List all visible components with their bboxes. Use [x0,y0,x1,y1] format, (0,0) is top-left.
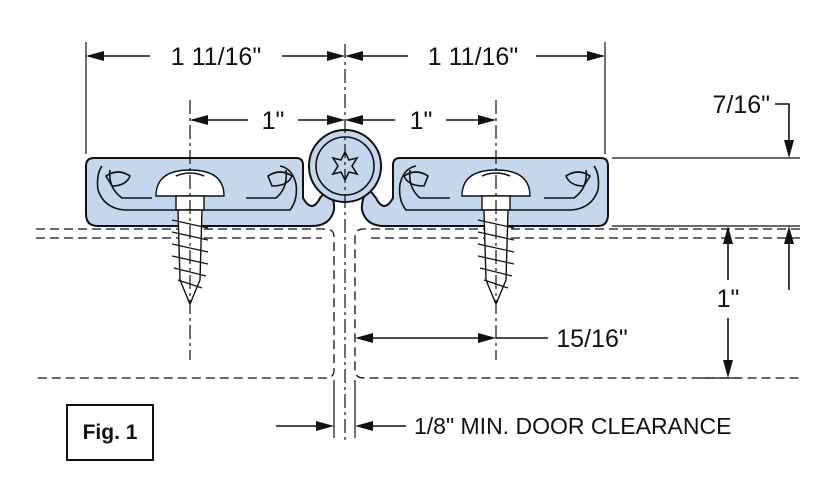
dim-right-screw-label: 1" [410,107,433,135]
dim-screw-edge: 15/16" [355,325,628,353]
dim-door-thickness-label: 1" [717,285,740,313]
dim-right-overall: 1 11/16" [345,43,605,71]
dim-right-overall-label: 1 11/16" [428,43,518,71]
dim-left-overall: 1 11/16" [86,43,345,71]
dim-leaf-height: 7/16" [712,91,794,290]
dim-right-screw: 1" [345,107,496,135]
dim-left-overall-label: 1 11/16" [171,43,261,71]
dim-door-clearance: 1/8" MIN. DOOR CLEARANCE [276,380,731,439]
hinge-knuckle [308,129,382,203]
figure-label-box: Fig. 1 [66,404,154,461]
dim-door-clearance-label: 1/8" MIN. DOOR CLEARANCE [414,413,731,439]
dim-screw-edge-label: 15/16" [556,325,627,353]
dim-left-screw-label: 1" [262,107,285,135]
dim-door-thickness: 1" [717,226,740,378]
dim-leaf-height-label: 7/16" [712,91,770,119]
dim-left-screw: 1" [190,107,345,135]
figure-label: Fig. 1 [82,420,138,444]
